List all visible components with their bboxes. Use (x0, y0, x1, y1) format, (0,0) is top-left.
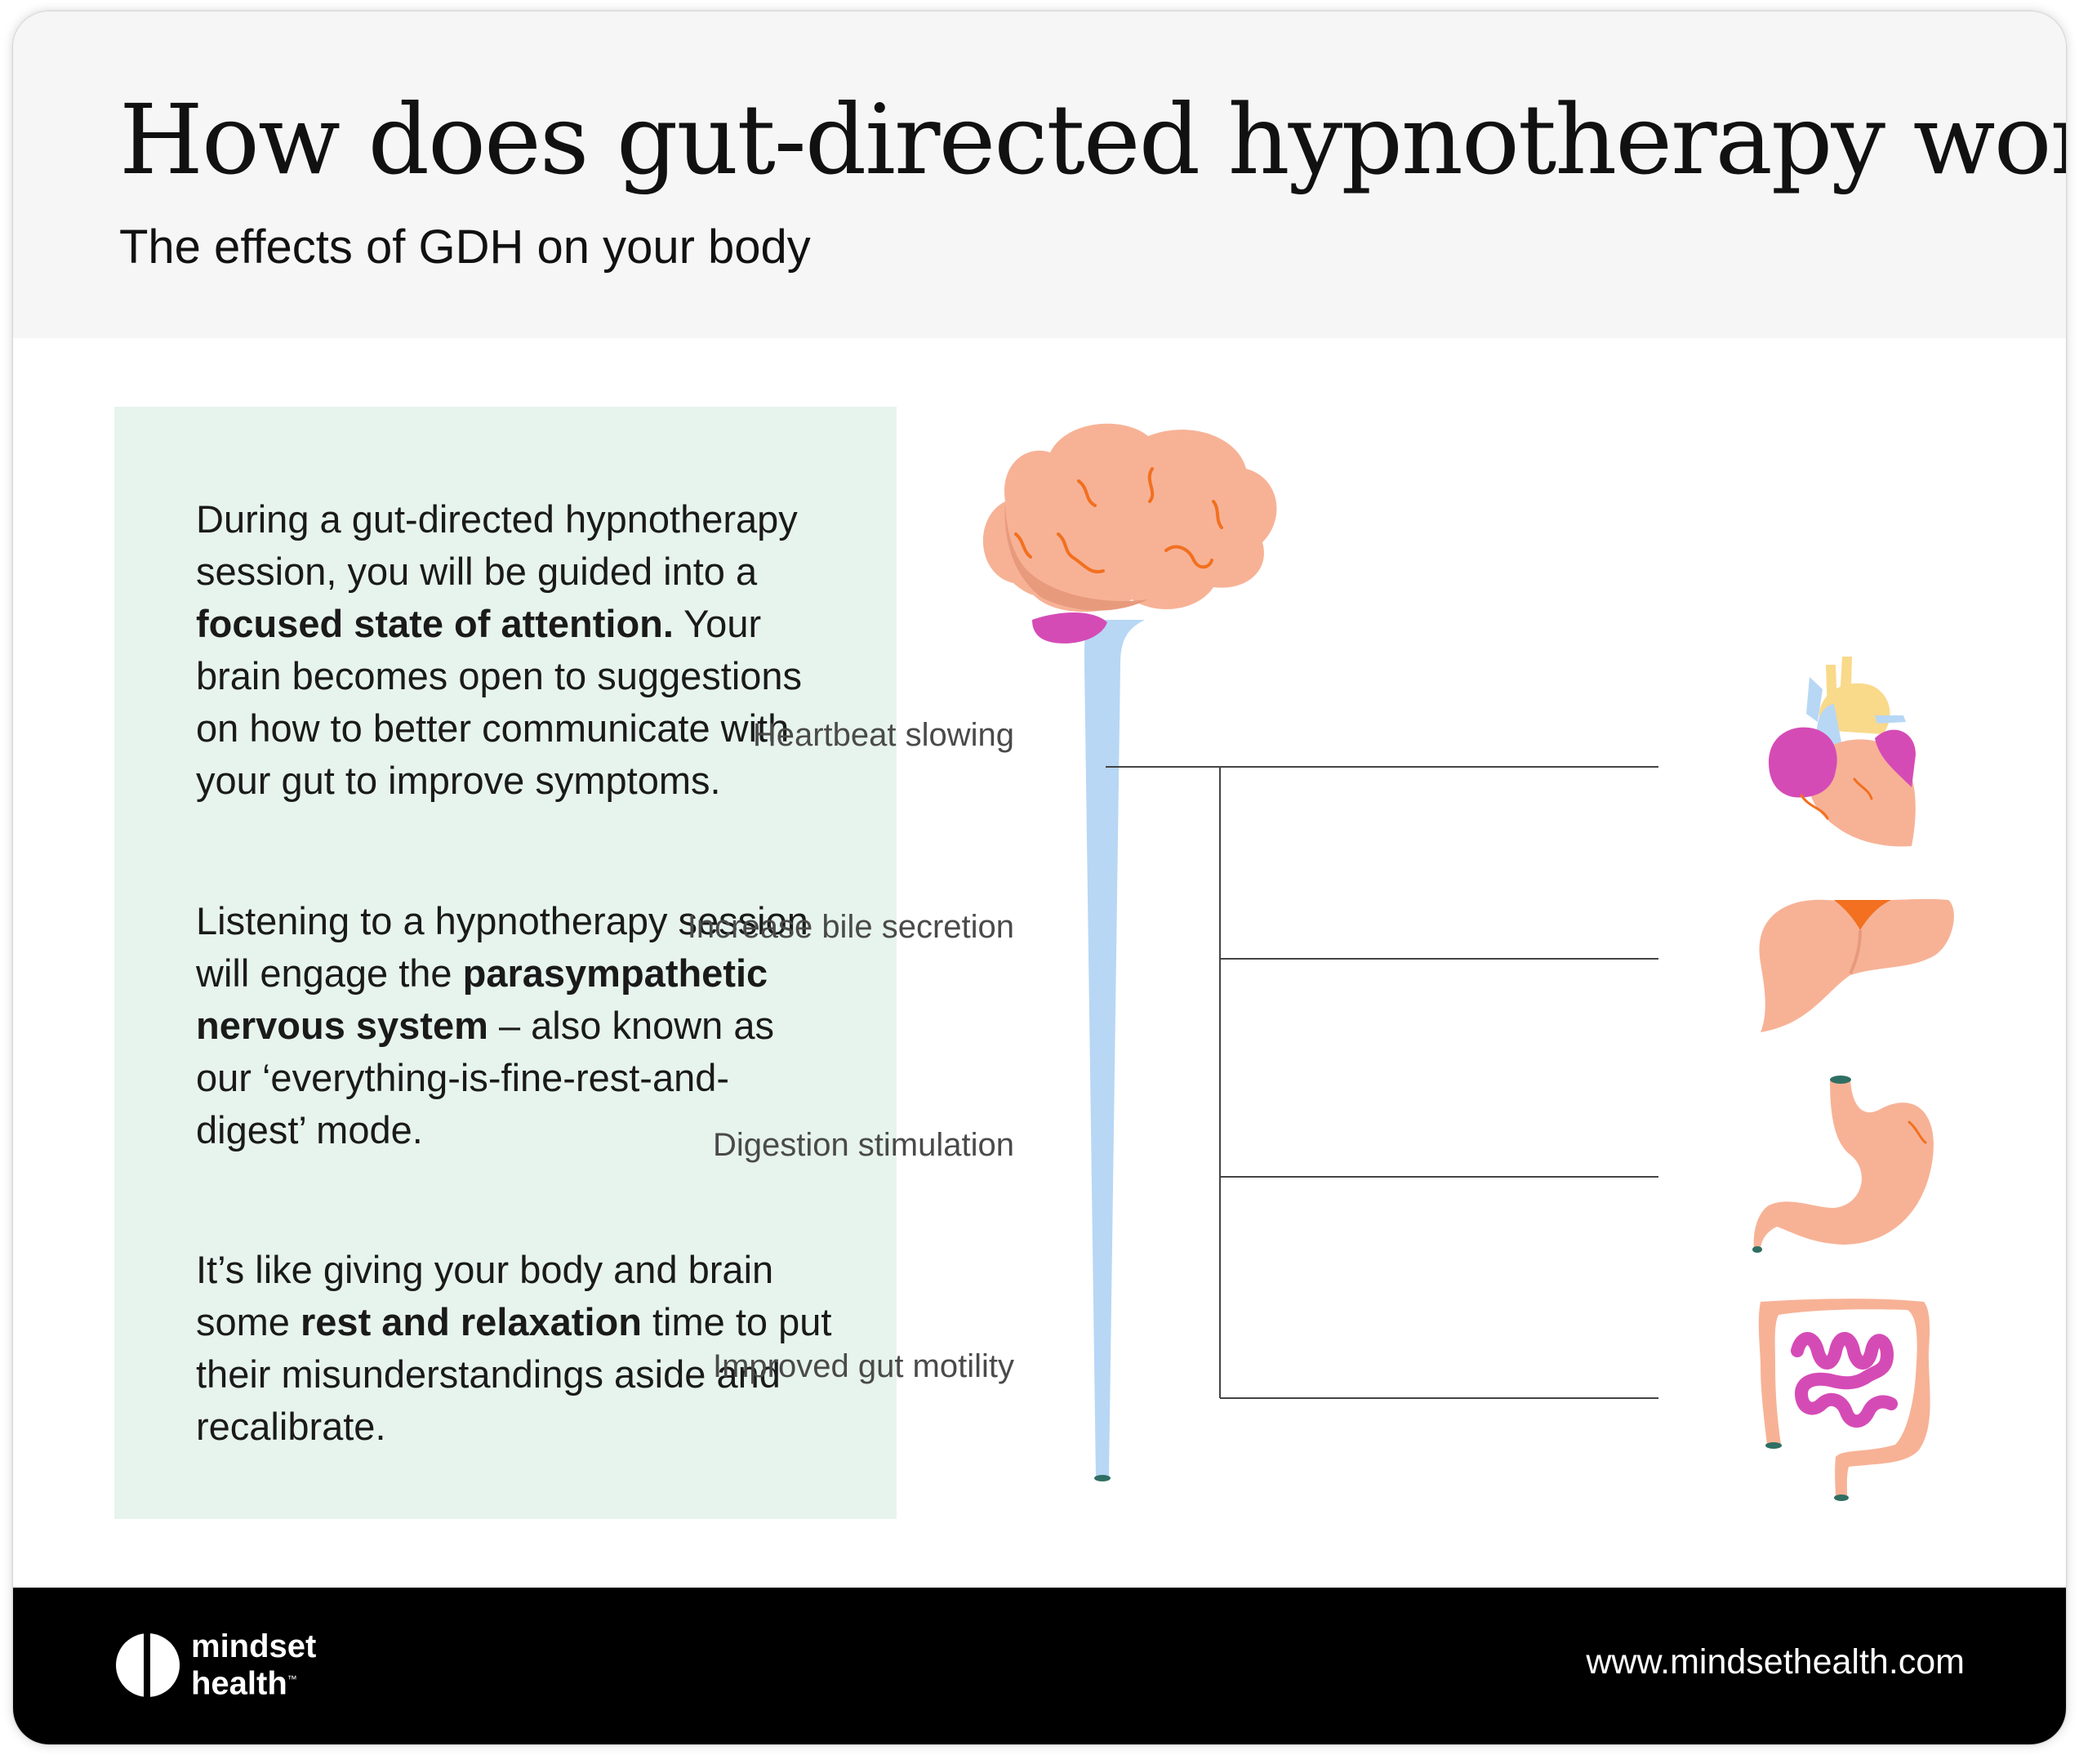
info-panel: During a gut-directed hypnotherapy sessi… (114, 407, 897, 1519)
heart-icon (1769, 657, 1916, 847)
text-run: It’s like giving your body and brain som… (196, 1248, 774, 1343)
text-run: Your brain becomes open to suggestions o… (196, 602, 803, 802)
stomach-icon (1752, 1076, 1934, 1253)
text-run: Listening to a hypnotherapy session will… (196, 899, 808, 995)
effect-label-motility: Improved gut motility (712, 1348, 1014, 1384)
liver-icon (1759, 898, 1954, 1032)
infographic-card: How does gut-directed hypnotherapy work?… (13, 11, 2066, 1744)
website-link[interactable]: www.mindsethealth.com (1586, 1642, 1965, 1682)
intestines-icon (1758, 1298, 1930, 1501)
text-run: – also known as our ‘everything-is-fine-… (196, 1004, 774, 1152)
highlight-text: rest and relaxation (300, 1300, 642, 1343)
brand-logo: mindset health™ (191, 1630, 316, 1699)
body-diagram (982, 423, 1954, 1501)
logo-line-2: health™ (191, 1663, 316, 1699)
brain-icon (982, 423, 1277, 644)
highlight-text: focused state of attention. (196, 602, 674, 645)
header: How does gut-directed hypnotherapy work?… (13, 11, 2066, 338)
footer: mindset health™ www.mindsethealth.com (13, 1588, 2066, 1744)
text-run: time to put their misunderstandings asid… (196, 1300, 832, 1448)
effect-label-digestion: Digestion stimulation (712, 1127, 1014, 1163)
text-run: During a gut-directed hypnotherapy sessi… (196, 497, 798, 593)
connector-lines (1106, 766, 1658, 1399)
trademark-symbol: ™ (287, 1673, 297, 1685)
page-subtitle: The effects of GDH on your body (119, 220, 811, 274)
page-title: How does gut-directed hypnotherapy work? (119, 83, 2066, 196)
spinal-cord (1084, 620, 1145, 1481)
mindset-logo-icon (116, 1632, 180, 1699)
info-paragraph-3: It’s like giving your body and brain som… (196, 1244, 833, 1453)
info-paragraph-2: Listening to a hypnotherapy session will… (196, 895, 833, 1156)
effect-label-bile: Increase bile secretion (687, 909, 1014, 945)
logo-line-2-text: health (191, 1665, 287, 1702)
info-paragraph-1: During a gut-directed hypnotherapy sessi… (196, 493, 833, 807)
effect-label-heartbeat: Heartbeat slowing (752, 717, 1014, 753)
logo-line-1: mindset (191, 1628, 317, 1664)
highlight-text: parasympathetic nervous system (196, 951, 768, 1047)
